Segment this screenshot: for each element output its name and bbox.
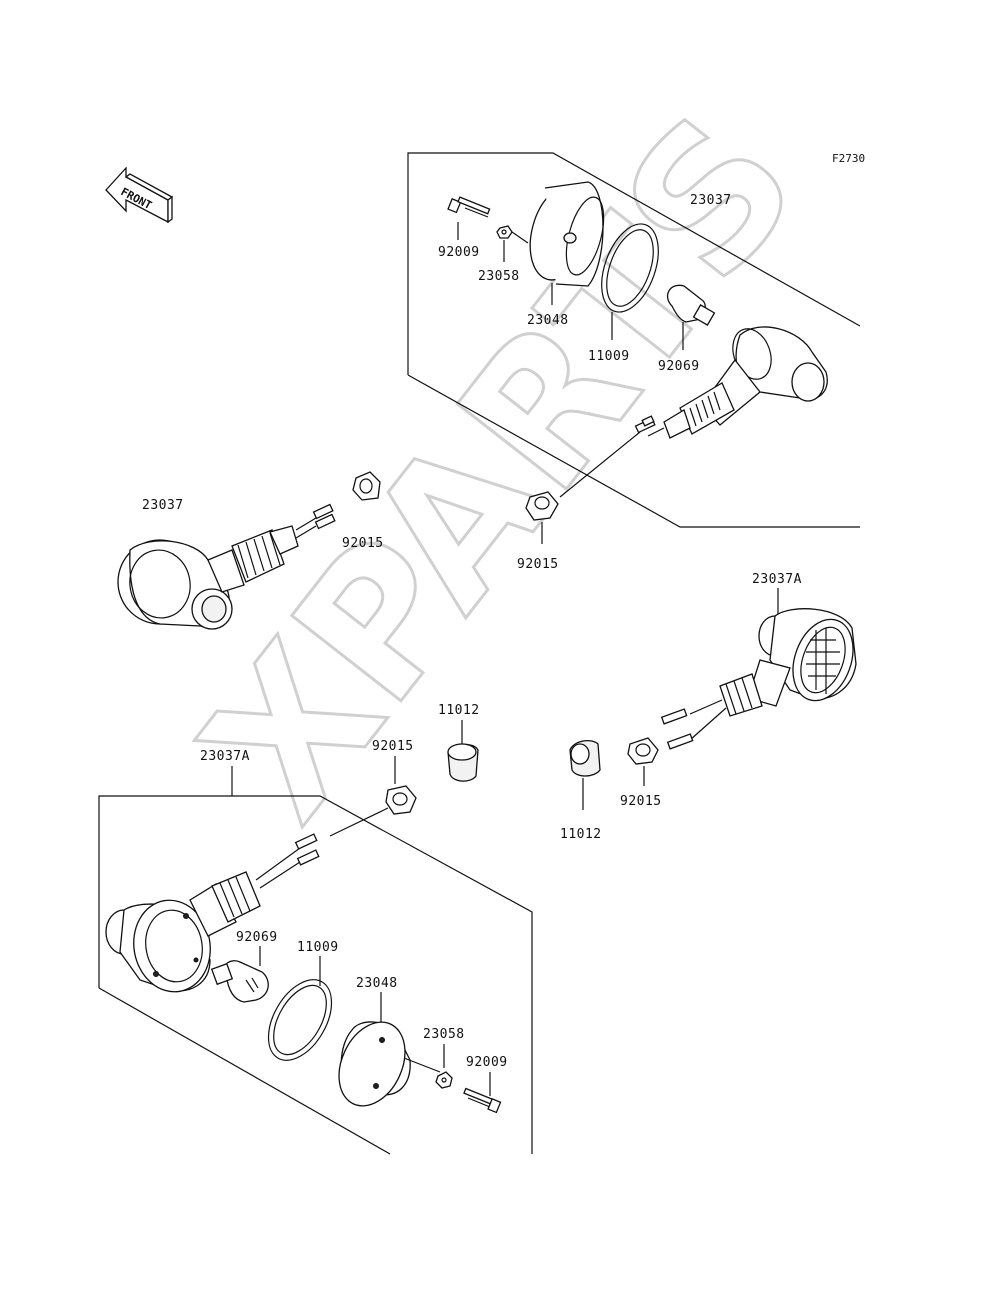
- top-lens-icon: [529, 181, 605, 287]
- bottom-bolt-label: 92009: [466, 1055, 508, 1070]
- right-turn-signal-icon: [660, 608, 857, 750]
- top-assembly-frame: [407, 152, 861, 528]
- bottom-turn-signal-icon: [105, 833, 320, 993]
- left-assembly-label: 23037: [142, 498, 184, 513]
- top-nut-label: 23058: [478, 269, 520, 284]
- bottom-bulb-icon: [210, 960, 269, 1003]
- top-assembly-label: 23037: [690, 193, 732, 208]
- top-lens-label: 23048: [527, 313, 569, 328]
- watermark-text: XPARTS: [161, 76, 840, 858]
- top-turn-signal-icon: [634, 326, 828, 439]
- center-grommet-icon: [385, 785, 417, 815]
- top-bolt-icon: [447, 196, 491, 218]
- bottom-gasket-label: 11009: [297, 940, 339, 955]
- right-spacer-icon: [569, 739, 601, 777]
- bottom-gasket-icon: [267, 979, 333, 1061]
- center-grommet-label: 92015: [372, 739, 414, 754]
- front-arrow-icon: FRONT: [105, 166, 174, 224]
- top-gasket-label: 11009: [588, 349, 630, 364]
- center-spacer-icon: [447, 743, 479, 782]
- right-grommet-label: 92015: [620, 794, 662, 809]
- top-grommet-icon: [525, 491, 559, 521]
- top-bulb-label: 92069: [658, 359, 700, 374]
- bottom-nut-icon: [435, 1071, 453, 1089]
- bottom-lens-label: 23048: [356, 976, 398, 991]
- left-grommet-label: 92015: [342, 536, 384, 551]
- right-grommet-icon: [627, 737, 659, 765]
- bottom-assembly-frame: [98, 795, 533, 1155]
- figure-code: F2730: [832, 152, 865, 165]
- bottom-bolt-icon: [463, 1087, 502, 1114]
- right-assembly-label: 23037A: [752, 572, 802, 587]
- bottom-nut-label: 23058: [423, 1027, 465, 1042]
- left-turn-signal-icon: [117, 503, 336, 630]
- top-bolt-label: 92009: [438, 245, 480, 260]
- center-spacer-label: 11012: [438, 703, 480, 718]
- left-grommet-icon: [352, 471, 381, 501]
- bottom-bulb-label: 92069: [236, 930, 278, 945]
- top-gasket-icon: [601, 223, 659, 313]
- top-grommet-label: 92015: [517, 557, 559, 572]
- right-spacer-label: 11012: [560, 827, 602, 842]
- bottom-lens-icon: [338, 1021, 411, 1107]
- top-bulb-icon: [667, 284, 716, 326]
- top-nut-icon: [496, 225, 513, 239]
- bottom-assembly-label: 23037A: [200, 749, 250, 764]
